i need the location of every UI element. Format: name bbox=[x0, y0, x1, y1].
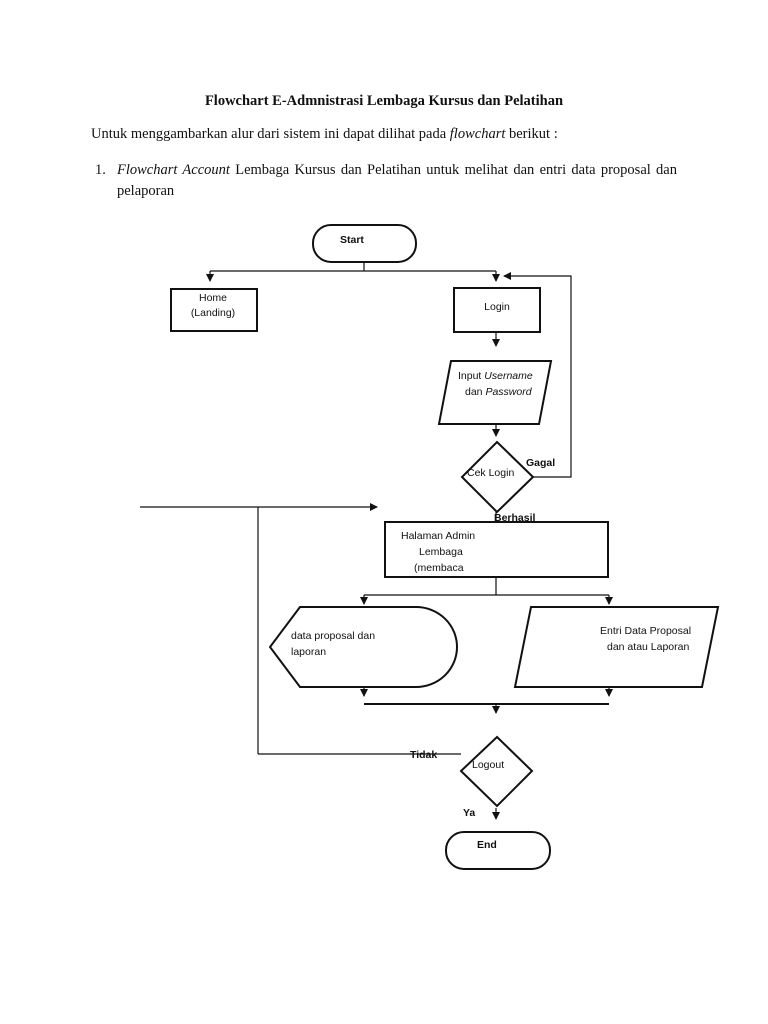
input-data-shape bbox=[437, 360, 553, 425]
list-item-number: 1. bbox=[95, 162, 106, 178]
admin-process-shape bbox=[384, 521, 609, 578]
list-item-emphasis: Flowchart Account bbox=[117, 162, 230, 178]
home-node: Home (Landing) bbox=[170, 288, 258, 332]
end-node: End bbox=[445, 831, 551, 870]
cek-login-label: Cek Login bbox=[467, 467, 514, 479]
logout-node: Logout Tidak Ya bbox=[410, 735, 534, 819]
input-label-line1: Input Username bbox=[458, 370, 533, 382]
gagal-label: Gagal bbox=[526, 457, 555, 469]
logout-decision-shape bbox=[459, 735, 534, 808]
connectors bbox=[140, 262, 613, 820]
entri-node: Entri Data Proposal dan atau Laporan bbox=[513, 606, 720, 688]
display-label-line1: data proposal dan bbox=[291, 630, 375, 642]
intro-paragraph: Untuk menggambarkan alur dari sistem ini… bbox=[91, 126, 558, 143]
input-prefix-2: dan bbox=[465, 386, 485, 398]
cek-login-decision-shape bbox=[460, 440, 535, 514]
intro-suffix: berikut : bbox=[505, 126, 558, 142]
start-node: Start bbox=[312, 224, 417, 263]
display-shape bbox=[268, 606, 458, 688]
entri-label-line2: dan atau Laporan bbox=[607, 641, 689, 653]
tidak-label: Tidak bbox=[410, 749, 437, 761]
home-process-shape bbox=[170, 288, 258, 332]
input-node: Input Username dan Password bbox=[437, 360, 553, 425]
admin-label-line3: (membaca bbox=[414, 562, 464, 574]
document-title: Flowchart E-Admnistrasi Lembaga Kursus d… bbox=[204, 93, 564, 109]
cek-login-node: Cek Login Gagal Berhasil bbox=[460, 440, 555, 524]
gagal-loop-line bbox=[503, 272, 572, 478]
admin-node: Halaman Admin Lembaga (membaca bbox=[384, 521, 609, 578]
ya-label: Ya bbox=[463, 807, 475, 819]
admin-label-line1: Halaman Admin bbox=[401, 530, 475, 542]
end-terminator-shape bbox=[445, 831, 551, 870]
login-node: Login bbox=[453, 287, 541, 333]
entri-data-shape bbox=[513, 606, 720, 688]
intro-prefix: Untuk menggambarkan alur dari sistem ini… bbox=[91, 126, 450, 142]
input-prefix-1: Input bbox=[458, 370, 484, 382]
list-item-body: Lembaga Kursus dan Pelatihan untuk melih… bbox=[117, 162, 677, 199]
entri-label-line1: Entri Data Proposal bbox=[600, 625, 691, 637]
numbered-list-item: 1. Flowchart Account Lembaga Kursus dan … bbox=[95, 160, 677, 202]
input-emphasis-1: Username bbox=[484, 370, 533, 382]
start-label: Start bbox=[340, 234, 364, 246]
logout-label: Logout bbox=[472, 759, 504, 771]
home-label-line1: Home bbox=[199, 292, 227, 304]
display-label-line2: laporan bbox=[291, 646, 326, 658]
home-label-line2: (Landing) bbox=[191, 307, 235, 319]
end-label: End bbox=[477, 839, 497, 851]
admin-label-line2: Lembaga bbox=[419, 546, 463, 558]
login-label: Login bbox=[484, 301, 510, 313]
intro-emphasis: flowchart bbox=[449, 126, 506, 142]
display-node: data proposal dan laporan bbox=[268, 606, 458, 688]
list-item-text: Flowchart Account Lembaga Kursus dan Pel… bbox=[117, 160, 677, 202]
login-process-shape bbox=[453, 287, 541, 333]
input-emphasis-2: Password bbox=[485, 386, 532, 398]
start-terminator-shape bbox=[312, 224, 417, 263]
input-label-line2: dan Password bbox=[465, 386, 533, 398]
